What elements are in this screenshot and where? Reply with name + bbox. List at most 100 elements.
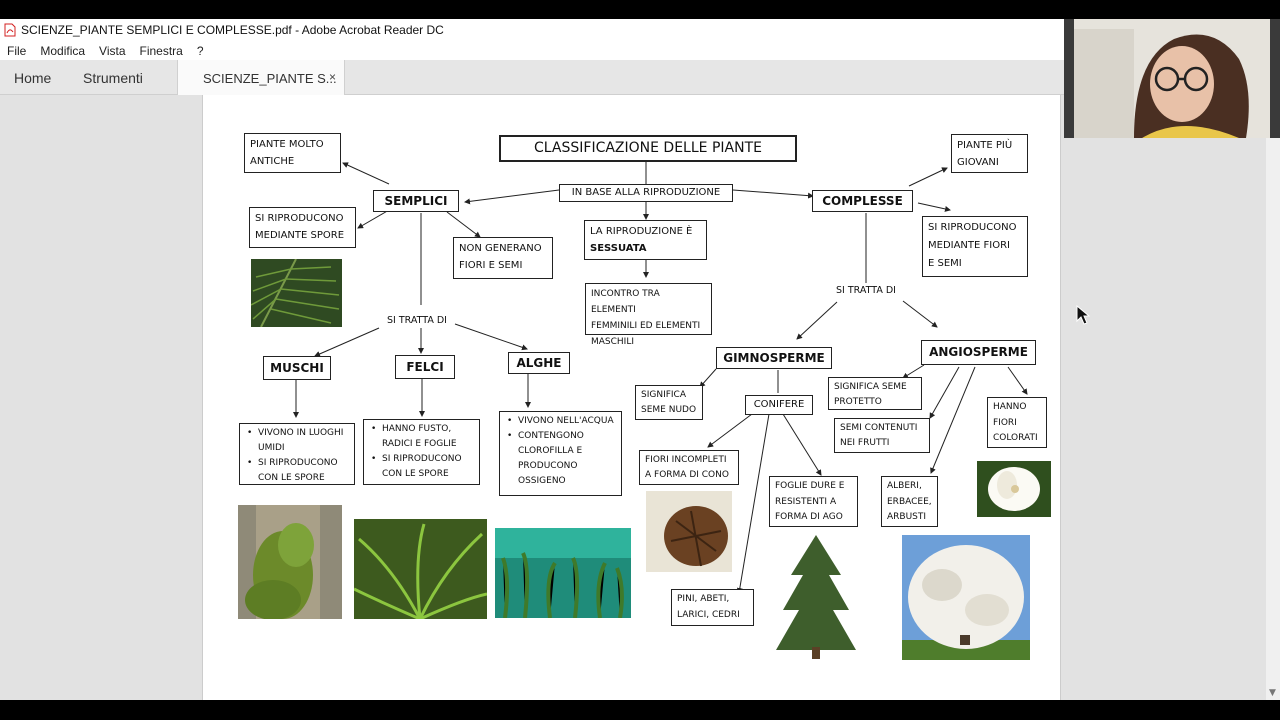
mosses-note-2: SI RIPRODUCONO CON LE SPORE bbox=[245, 456, 349, 486]
flowers-seeds-box: SI RIPRODUCONO MEDIANTE FIORI E SEMI bbox=[922, 216, 1028, 277]
criterion-box: IN BASE ALLA RIPRODUZIONE bbox=[559, 184, 733, 202]
fruits-line-2: NEI FRUTTI bbox=[840, 438, 890, 448]
leaves-line-3: FORMA DI AGO bbox=[775, 512, 843, 522]
menu-edit[interactable]: Modifica bbox=[40, 43, 86, 58]
window-title: SCIENZE_PIANTE SEMPLICI E COMPLESSE.pdf … bbox=[21, 23, 444, 37]
webcam-overlay bbox=[1064, 19, 1280, 138]
moss-trunk-image bbox=[238, 505, 342, 619]
colored-line-2: FIORI bbox=[993, 417, 1017, 428]
magnolia-tree-image bbox=[902, 535, 1030, 660]
cones-line-2: A FORMA DI CONO bbox=[645, 470, 729, 480]
tab-document[interactable]: SCIENZE_PIANTE S... × bbox=[177, 60, 345, 96]
no-flowers-line-1: NON GENERANO bbox=[459, 243, 542, 254]
fern-leaf-image bbox=[251, 259, 342, 327]
colored-flowers-box: HANNO FIORI COLORATI bbox=[987, 397, 1047, 448]
menu-window[interactable]: Finestra bbox=[139, 43, 183, 58]
old-line-2: ANTICHE bbox=[250, 156, 295, 167]
needle-leaves-box: FOGLIE DURE E RESISTENTI A FORMA DI AGO bbox=[769, 476, 858, 527]
mosses-box: MUSCHI bbox=[263, 356, 331, 380]
no-flowers-line-2: FIORI E SEMI bbox=[459, 260, 523, 271]
complex-plants-box: COMPLESSE bbox=[812, 190, 913, 212]
mosses-note-1: VIVONO IN LUOGHI UMIDI bbox=[245, 426, 349, 456]
menu-help[interactable]: ? bbox=[196, 43, 204, 58]
spores-line-1: SI RIPRODUCONO bbox=[255, 213, 344, 224]
pdf-icon bbox=[4, 23, 16, 37]
sexual-line-2: SESSUATA bbox=[590, 243, 647, 254]
younger-plants-box: PIANTE PIÙ GIOVANI bbox=[951, 134, 1028, 173]
gymnosperms-box: GIMNOSPERME bbox=[716, 347, 832, 369]
diagram-title: CLASSIFICAZIONE DELLE PIANTE bbox=[499, 135, 797, 162]
ferns-notes: HANNO FUSTO, RADICI E FOGLIE SI RIPRODUC… bbox=[363, 419, 480, 485]
algae-note-2: CONTENGONO CLOROFILLA E PRODUCONO OSSIGE… bbox=[505, 429, 616, 489]
spores-line-2: MEDIANTE SPORE bbox=[255, 230, 345, 241]
simple-plants-box: SEMPLICI bbox=[373, 190, 459, 212]
mouse-cursor-icon bbox=[1076, 305, 1090, 325]
fir-tree-image bbox=[771, 535, 861, 659]
fern-plant-image bbox=[354, 519, 487, 619]
top-black-bar bbox=[0, 0, 1280, 19]
fruits-line-1: SEMI CONTENUTI bbox=[840, 423, 918, 433]
document-viewer[interactable]: CLASSIFICAZIONE DELLE PIANTE IN BASE ALL… bbox=[0, 95, 1064, 700]
spores-box: SI RIPRODUCONO MEDIANTE SPORE bbox=[249, 207, 356, 248]
pine-cone-image bbox=[646, 491, 732, 572]
examples-line-2: LARICI, CEDRI bbox=[677, 609, 740, 620]
connector-lines bbox=[293, 162, 1028, 594]
protected-line-2: PROTETTO bbox=[834, 396, 882, 407]
colored-line-1: HANNO bbox=[993, 402, 1027, 412]
magnolia-flower-image bbox=[977, 461, 1051, 517]
acrobat-window: SCIENZE_PIANTE SEMPLICI E COMPLESSE.pdf … bbox=[0, 19, 1064, 700]
naked-line-1: SIGNIFICA bbox=[641, 390, 686, 400]
menu-file[interactable]: File bbox=[7, 43, 27, 58]
tab-home[interactable]: Home bbox=[14, 69, 52, 86]
gamete-meeting-box: INCONTRO TRA ELEMENTI FEMMINILI ED ELEME… bbox=[585, 283, 712, 347]
sexual-reproduction-box: LA RIPRODUZIONE È SESSUATA bbox=[584, 220, 707, 260]
ferns-note-2: SI RIPRODUCONO CON LE SPORE bbox=[369, 452, 474, 482]
types-line-2: ERBACEE, bbox=[887, 496, 932, 507]
tab-bar: Home Strumenti SCIENZE_PIANTE S... × bbox=[0, 60, 1064, 96]
plant-types-box: ALBERI, ERBACEE, ARBUSTI bbox=[881, 476, 938, 527]
ferns-note-1: HANNO FUSTO, RADICI E FOGLIE bbox=[369, 422, 474, 452]
cone-flowers-box: FIORI INCOMPLETI A FORMA DI CONO bbox=[639, 450, 739, 485]
seeds-in-fruits-box: SEMI CONTENUTI NEI FRUTTI bbox=[834, 418, 930, 453]
types-line-1: ALBERI, bbox=[887, 481, 922, 491]
scroll-down-icon[interactable]: ▼ bbox=[1269, 688, 1276, 698]
tab-tools[interactable]: Strumenti bbox=[83, 69, 143, 86]
mosses-notes: VIVONO IN LUOGHI UMIDI SI RIPRODUCONO CO… bbox=[239, 423, 355, 485]
protected-seed-box: SIGNIFICA SEME PROTETTO bbox=[828, 377, 922, 410]
vertical-scrollbar[interactable]: ▼ bbox=[1266, 138, 1280, 700]
leaves-line-1: FOGLIE DURE E bbox=[775, 481, 845, 491]
naked-seed-box: SIGNIFICA SEME NUDO bbox=[635, 385, 703, 420]
ferns-box: FELCI bbox=[395, 355, 455, 379]
flowers-line-2: MEDIANTE FIORI bbox=[928, 240, 1010, 251]
cones-line-1: FIORI INCOMPLETI bbox=[645, 455, 727, 465]
leaves-line-2: RESISTENTI A bbox=[775, 496, 837, 507]
simple-are-label: SI TRATTA DI bbox=[385, 315, 449, 326]
conifer-examples-box: PINI, ABETI, LARICI, CEDRI bbox=[671, 589, 754, 626]
meeting-line-3: MASCHILI bbox=[591, 337, 635, 347]
flowers-line-1: SI RIPRODUCONO bbox=[928, 222, 1017, 233]
pdf-page: CLASSIFICAZIONE DELLE PIANTE IN BASE ALL… bbox=[202, 95, 1061, 700]
flowers-line-3: E SEMI bbox=[928, 258, 962, 269]
conifers-box: CONIFERE bbox=[745, 395, 813, 415]
menu-view[interactable]: Vista bbox=[99, 43, 126, 58]
sexual-line-1: LA RIPRODUZIONE È bbox=[590, 226, 693, 237]
algae-image bbox=[495, 528, 631, 618]
very-old-plants-box: PIANTE MOLTO ANTICHE bbox=[244, 133, 341, 173]
colored-line-3: COLORATI bbox=[993, 433, 1038, 443]
no-flowers-box: NON GENERANO FIORI E SEMI bbox=[453, 237, 553, 279]
title-bar: SCIENZE_PIANTE SEMPLICI E COMPLESSE.pdf … bbox=[0, 19, 1064, 41]
protected-line-1: SIGNIFICA SEME bbox=[834, 382, 907, 392]
young-line-1: PIANTE PIÙ bbox=[957, 140, 1013, 151]
close-tab-icon[interactable]: × bbox=[328, 70, 336, 84]
algae-notes: VIVONO NELL'ACQUA CONTENGONO CLOROFILLA … bbox=[499, 411, 622, 496]
meeting-line-1: INCONTRO TRA ELEMENTI bbox=[591, 289, 660, 315]
algae-box: ALGHE bbox=[508, 352, 570, 374]
menu-bar: File Modifica Vista Finestra ? bbox=[0, 41, 1064, 60]
old-line-1: PIANTE MOLTO bbox=[250, 139, 324, 150]
naked-line-2: SEME NUDO bbox=[641, 405, 697, 415]
tab-document-label: SCIENZE_PIANTE S... bbox=[203, 70, 337, 86]
algae-note-1: VIVONO NELL'ACQUA bbox=[505, 414, 616, 429]
examples-line-1: PINI, ABETI, bbox=[677, 594, 730, 604]
types-line-3: ARBUSTI bbox=[887, 512, 927, 522]
bottom-black-bar bbox=[0, 700, 1280, 720]
